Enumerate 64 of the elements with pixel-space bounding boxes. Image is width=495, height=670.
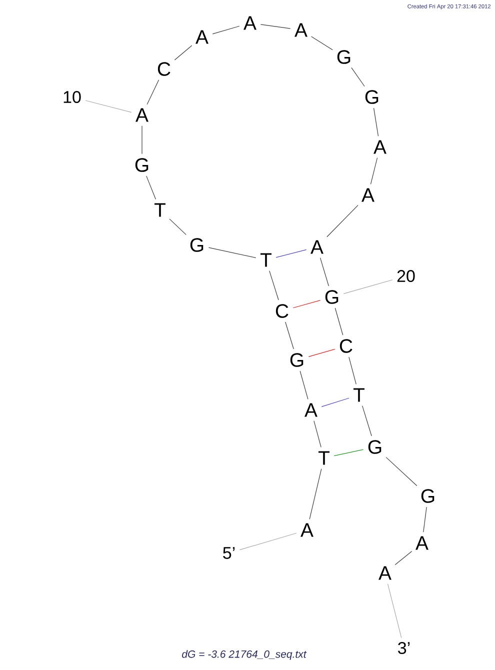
nucleotide-letter: A [294, 23, 308, 37]
backbone-line [370, 158, 378, 184]
backbone-line [348, 356, 356, 384]
nucleotide-letter: C [340, 339, 352, 353]
backbone-line [373, 108, 379, 136]
nucleotide-letter: G [135, 158, 148, 172]
base-pair-line [276, 249, 307, 258]
nucleotide-letter: T [260, 253, 272, 267]
backbone-line [334, 308, 344, 336]
backbone-line [300, 370, 308, 400]
backbone-line [212, 26, 240, 34]
nucleotide-letter: T [353, 388, 364, 402]
strand-end-label: 5’ [223, 547, 235, 559]
nucleotide-letter: A [300, 523, 314, 537]
backbone-line [169, 218, 186, 235]
nucleotide-letter: A [304, 403, 318, 417]
caption: dG = -3.6 21764_0_seq.txt [182, 650, 307, 660]
nucleotide-letter: T [318, 451, 330, 465]
nucleotide-letter: G [337, 50, 350, 64]
backbone-line [309, 468, 322, 520]
nucleotide-letter: T [154, 203, 166, 217]
backbone-line [326, 204, 358, 238]
backbone-line [320, 258, 329, 286]
backbone-line [146, 80, 160, 105]
backbone-line [394, 550, 412, 566]
backbone-line [362, 406, 372, 436]
base-pair-line [334, 449, 364, 456]
leader-line [387, 584, 402, 638]
nucleotide-letter: A [244, 16, 256, 30]
nucleotide-letter: G [190, 238, 204, 252]
nucleotide-letter: G [368, 440, 382, 454]
backbone-line [174, 45, 192, 60]
nucleotide-letter: A [374, 140, 386, 154]
backbone-line [314, 420, 322, 448]
nucleotide-letter: G [421, 489, 434, 503]
strand-end-label: 3’ [398, 642, 410, 654]
nucleotide-letter: C [276, 304, 288, 318]
nucleotide-letter: G [365, 90, 378, 104]
nucleotide-letter: A [310, 240, 324, 254]
backbone-line [208, 247, 256, 258]
nucleotide-letter: G [325, 290, 338, 304]
position-number: 10 [64, 91, 81, 104]
backbone-line [146, 176, 156, 200]
backbone-line [269, 270, 279, 300]
backbone-line [260, 24, 291, 29]
nucleotide-letter: A [196, 30, 208, 44]
nucleotide-letter: A [362, 188, 374, 202]
backbone-line [351, 67, 365, 87]
nucleotide-letter: A [378, 566, 392, 580]
nucleotide-letter: A [136, 108, 148, 122]
nucleotide-letter: C [158, 62, 170, 76]
base-pair-line [308, 348, 336, 357]
backbone-line [311, 36, 333, 50]
base-pair-line [321, 398, 350, 407]
backbone-line [285, 322, 294, 350]
leader-line [85, 100, 132, 113]
position-number: 20 [397, 270, 415, 282]
base-pair-line [292, 300, 321, 308]
nucleotide-letter: A [416, 536, 428, 550]
backbone-line [423, 506, 427, 532]
leader-line [343, 280, 393, 294]
nucleotide-letter: G [290, 353, 304, 367]
leader-line [239, 532, 297, 550]
backbone-line [386, 456, 418, 486]
